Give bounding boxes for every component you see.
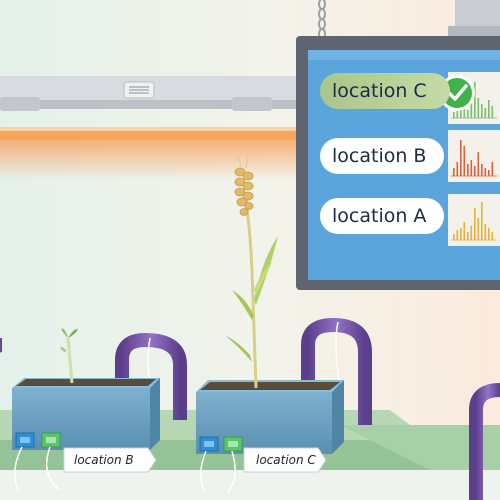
chart-bar — [481, 164, 483, 176]
chart-bar — [470, 226, 473, 240]
location-a-text: location A — [332, 205, 427, 227]
chart-bar — [474, 208, 476, 240]
chart-bar — [456, 106, 459, 118]
location-a-label[interactable]: location A — [320, 198, 444, 234]
chart-bar — [491, 232, 494, 240]
ceiling-bracket-cap — [448, 26, 500, 36]
location-b-text: location B — [332, 145, 427, 167]
sensor-group-seedling — [15, 432, 61, 448]
sensor-group-wheat — [199, 436, 243, 452]
chart-bar — [477, 218, 480, 240]
chart-bar — [453, 168, 455, 176]
location-c-text: location C — [332, 80, 427, 102]
chart-bar — [488, 228, 490, 240]
chart-bar — [484, 108, 487, 118]
seedling-plant — [60, 328, 78, 384]
location-b-label[interactable]: location B — [320, 138, 444, 174]
chart-bar — [481, 104, 483, 118]
chart-bar — [463, 146, 466, 176]
grow-light — [0, 76, 300, 180]
chart-bar — [488, 100, 490, 118]
chart-bar — [467, 164, 469, 176]
chart-bar — [474, 82, 476, 118]
chart-bar — [460, 140, 462, 176]
tag-wheat — [243, 447, 327, 473]
chart-bar — [460, 228, 462, 240]
chart-bar — [463, 222, 466, 240]
hanging-chain — [318, 0, 326, 40]
tag-seedling — [63, 447, 157, 473]
chart-bar — [481, 202, 483, 240]
chart-bar — [484, 224, 487, 240]
chart-bar — [477, 98, 480, 118]
chart-bar — [470, 160, 473, 176]
chart-bar — [463, 102, 466, 118]
chart-bar — [467, 110, 469, 118]
tag-wheat-text: location C — [256, 453, 316, 467]
sensor-cables — [14, 446, 236, 493]
chart-bar — [456, 230, 459, 240]
pot-wheat — [196, 380, 344, 454]
chart-bar — [470, 90, 473, 118]
chart-bar — [453, 112, 455, 118]
pot-seedling — [12, 378, 160, 450]
ceiling-bracket — [455, 0, 500, 30]
chart-bar — [488, 170, 490, 176]
chart-bar — [477, 152, 480, 176]
pipe-wire-right — [335, 321, 341, 386]
chart-bar — [467, 232, 469, 240]
location-c-label[interactable]: location C — [320, 73, 450, 109]
irrigation-pipes — [0, 317, 500, 500]
chart-bar — [456, 162, 459, 176]
chart-bar — [474, 166, 476, 176]
chart-bar — [484, 168, 487, 176]
wheat-plant — [226, 155, 278, 389]
tag-seedling-text: location B — [74, 453, 134, 467]
chart-bar — [491, 106, 494, 118]
chart-bar — [453, 234, 455, 240]
chart-bar — [491, 162, 494, 176]
